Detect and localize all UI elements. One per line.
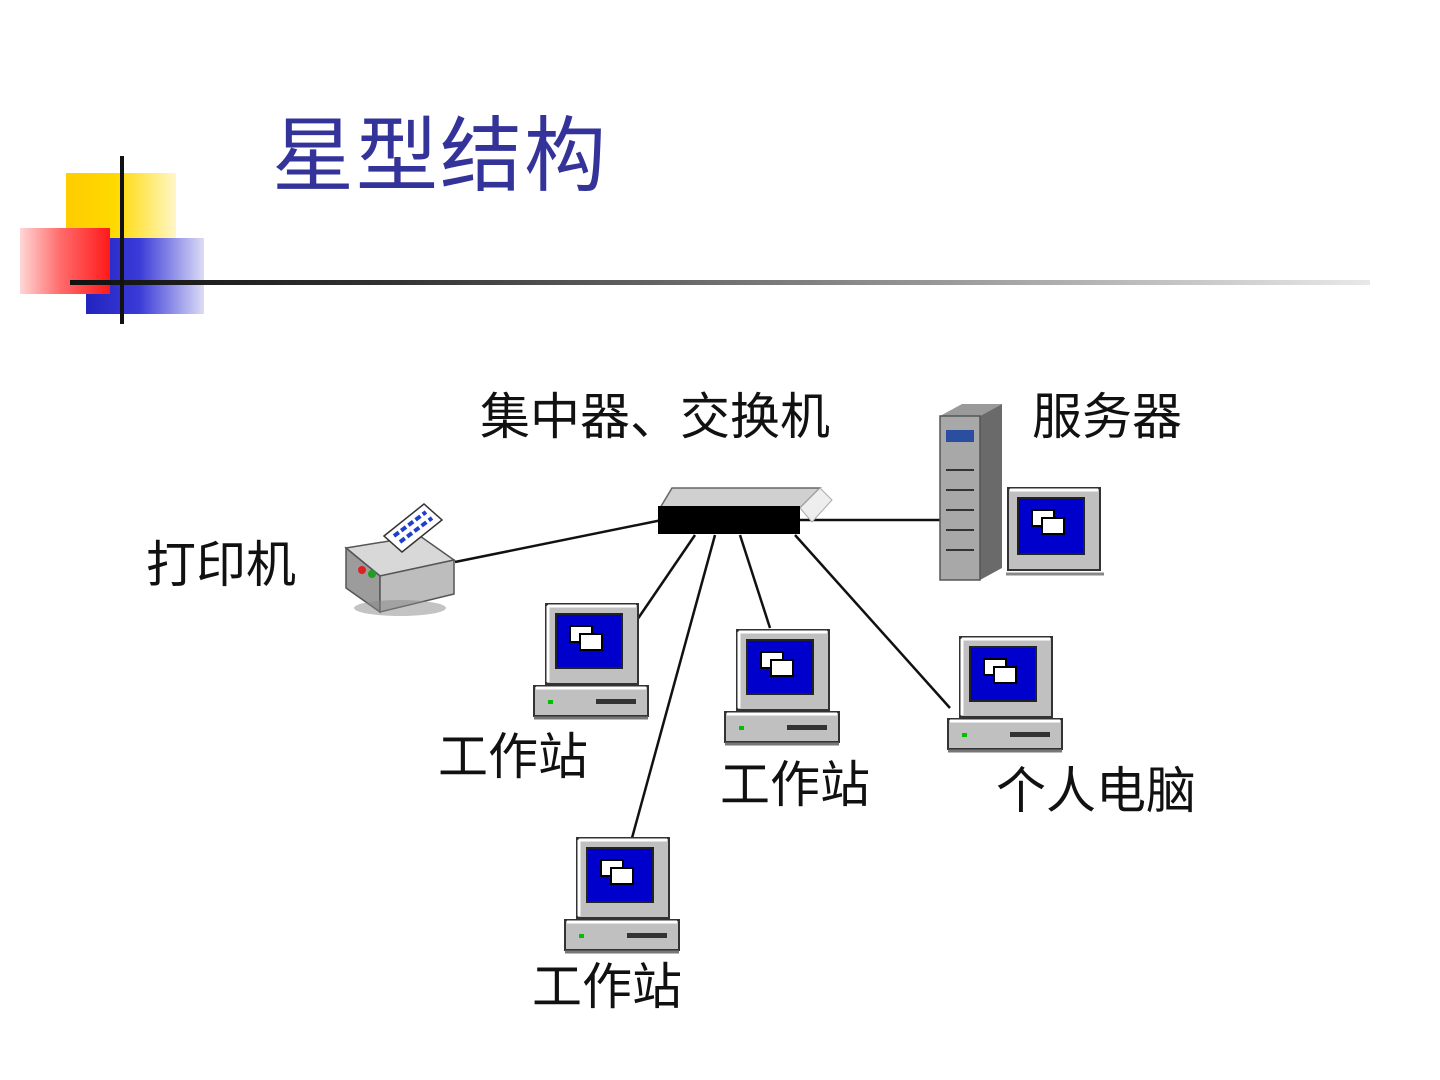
link-printer bbox=[454, 518, 663, 564]
server-tower-icon bbox=[939, 404, 1002, 581]
printer-icon bbox=[344, 503, 456, 616]
workstation-label-1: 工作站 bbox=[438, 728, 588, 786]
link-workstation-2 bbox=[738, 534, 772, 629]
link-personal-computer bbox=[794, 534, 951, 709]
network-hub-icon bbox=[658, 487, 833, 534]
workstation-icon-3 bbox=[563, 836, 681, 954]
server-label: 服务器 bbox=[1032, 388, 1182, 446]
link-workstation-1 bbox=[635, 534, 697, 621]
link-workstation-3 bbox=[630, 534, 717, 839]
hub-label: 集中器、交换机 bbox=[480, 388, 830, 446]
printer-label: 打印机 bbox=[146, 536, 296, 594]
workstation-label-2: 工作站 bbox=[720, 756, 870, 814]
title-underline bbox=[70, 280, 1370, 285]
workstation-icon-2 bbox=[723, 628, 841, 746]
page-title: 星型结构 bbox=[272, 109, 609, 204]
server-monitor-icon bbox=[1006, 487, 1104, 576]
personal-computer-label: 个人电脑 bbox=[996, 762, 1196, 820]
workstation-icon-1 bbox=[532, 602, 650, 720]
network-links bbox=[454, 518, 951, 839]
decor-vertical-line bbox=[120, 156, 124, 324]
personal-computer-icon bbox=[946, 635, 1064, 753]
workstation-label-3: 工作站 bbox=[532, 958, 682, 1016]
